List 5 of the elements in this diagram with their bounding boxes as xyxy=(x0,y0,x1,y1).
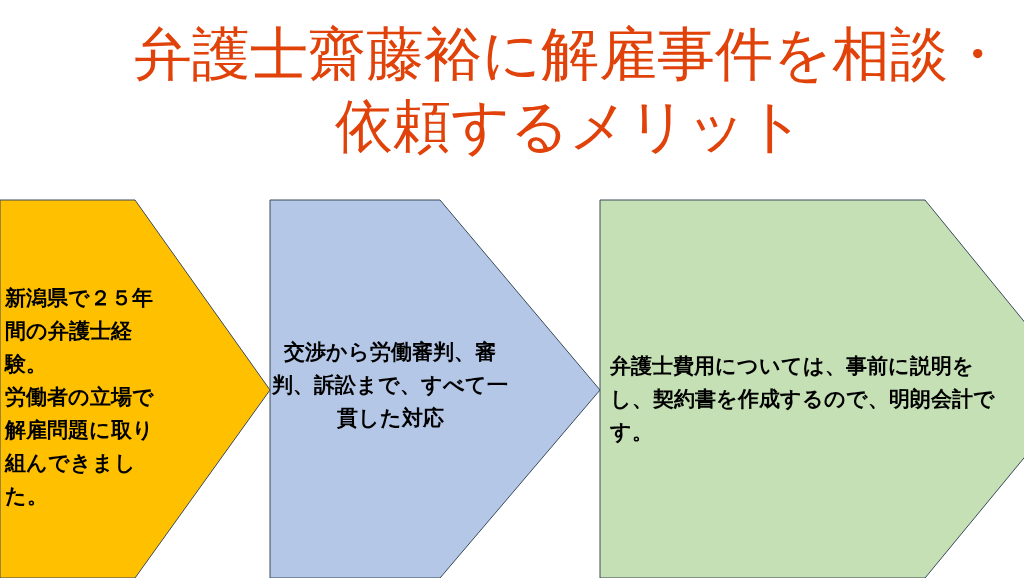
body-text: 労働者の立場で解雇問題に取り組んできました。 xyxy=(5,384,155,510)
title: 弁護士齋藤裕に解雇事件を相談・依頼するメリット xyxy=(133,19,1007,162)
body-text: 弁護士費用については、事前に説明をし、契約書を作成するので、明朗会計です。 xyxy=(610,353,996,446)
body-text: 新潟県で２５年間の弁護士経験。 xyxy=(5,285,154,378)
body-text: 交渉から労働審判、審判、訴訟まで、すべて一貫した対応 xyxy=(271,339,509,432)
